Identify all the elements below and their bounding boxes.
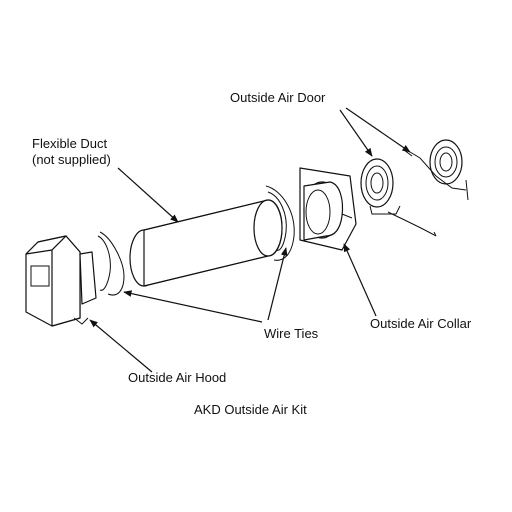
outside-air-hood-part bbox=[25, 235, 97, 327]
wire-tie-right bbox=[265, 185, 295, 261]
label-outside-air-hood: Outside Air Hood bbox=[128, 370, 227, 385]
flexible-duct-part bbox=[129, 199, 283, 287]
leader-door-left bbox=[339, 109, 373, 157]
outside-air-door-left bbox=[360, 158, 437, 237]
leader-door-right bbox=[345, 107, 411, 153]
leader-collar bbox=[343, 243, 377, 317]
wire-tie-left bbox=[97, 231, 125, 296]
leader-flexible-duct bbox=[117, 167, 179, 223]
outside-air-collar-part bbox=[299, 167, 357, 251]
label-outside-air-door: Outside Air Door bbox=[230, 90, 326, 105]
leader-hood bbox=[89, 319, 153, 373]
leader-wire-tie-right bbox=[267, 247, 288, 321]
leader-wire-tie-left bbox=[123, 290, 263, 323]
diagram-caption: AKD Outside Air Kit bbox=[194, 402, 307, 417]
label-flexible-duct-note: (not supplied) bbox=[32, 152, 111, 167]
leader-lines bbox=[89, 107, 411, 373]
outside-air-door-right bbox=[403, 139, 469, 201]
label-flexible-duct: Flexible Duct bbox=[32, 136, 108, 151]
label-wire-ties: Wire Ties bbox=[264, 326, 319, 341]
label-outside-air-collar: Outside Air Collar bbox=[370, 316, 472, 331]
